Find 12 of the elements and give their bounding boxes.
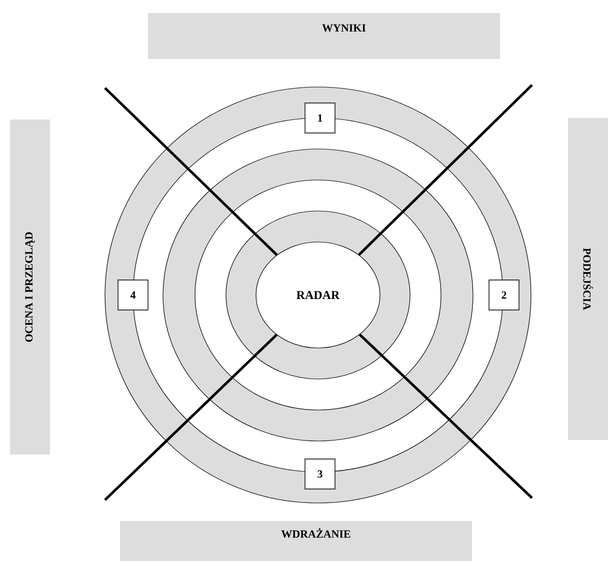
number-box: 1 [304,102,336,134]
spoke-line [104,87,278,256]
number-box: 2 [488,280,520,310]
number-box: 3 [304,458,336,490]
spoke-line [358,334,533,499]
heading-band: OCENA I PRZEGLĄD [10,120,50,454]
spoke-line [104,334,278,501]
heading-band: WYNIKI [148,13,500,59]
heading-band: PODEJŚCIA [568,118,608,440]
spoke-line [358,84,533,256]
heading-band: WDRAŻANIE [120,521,472,561]
number-box: 4 [118,280,148,310]
